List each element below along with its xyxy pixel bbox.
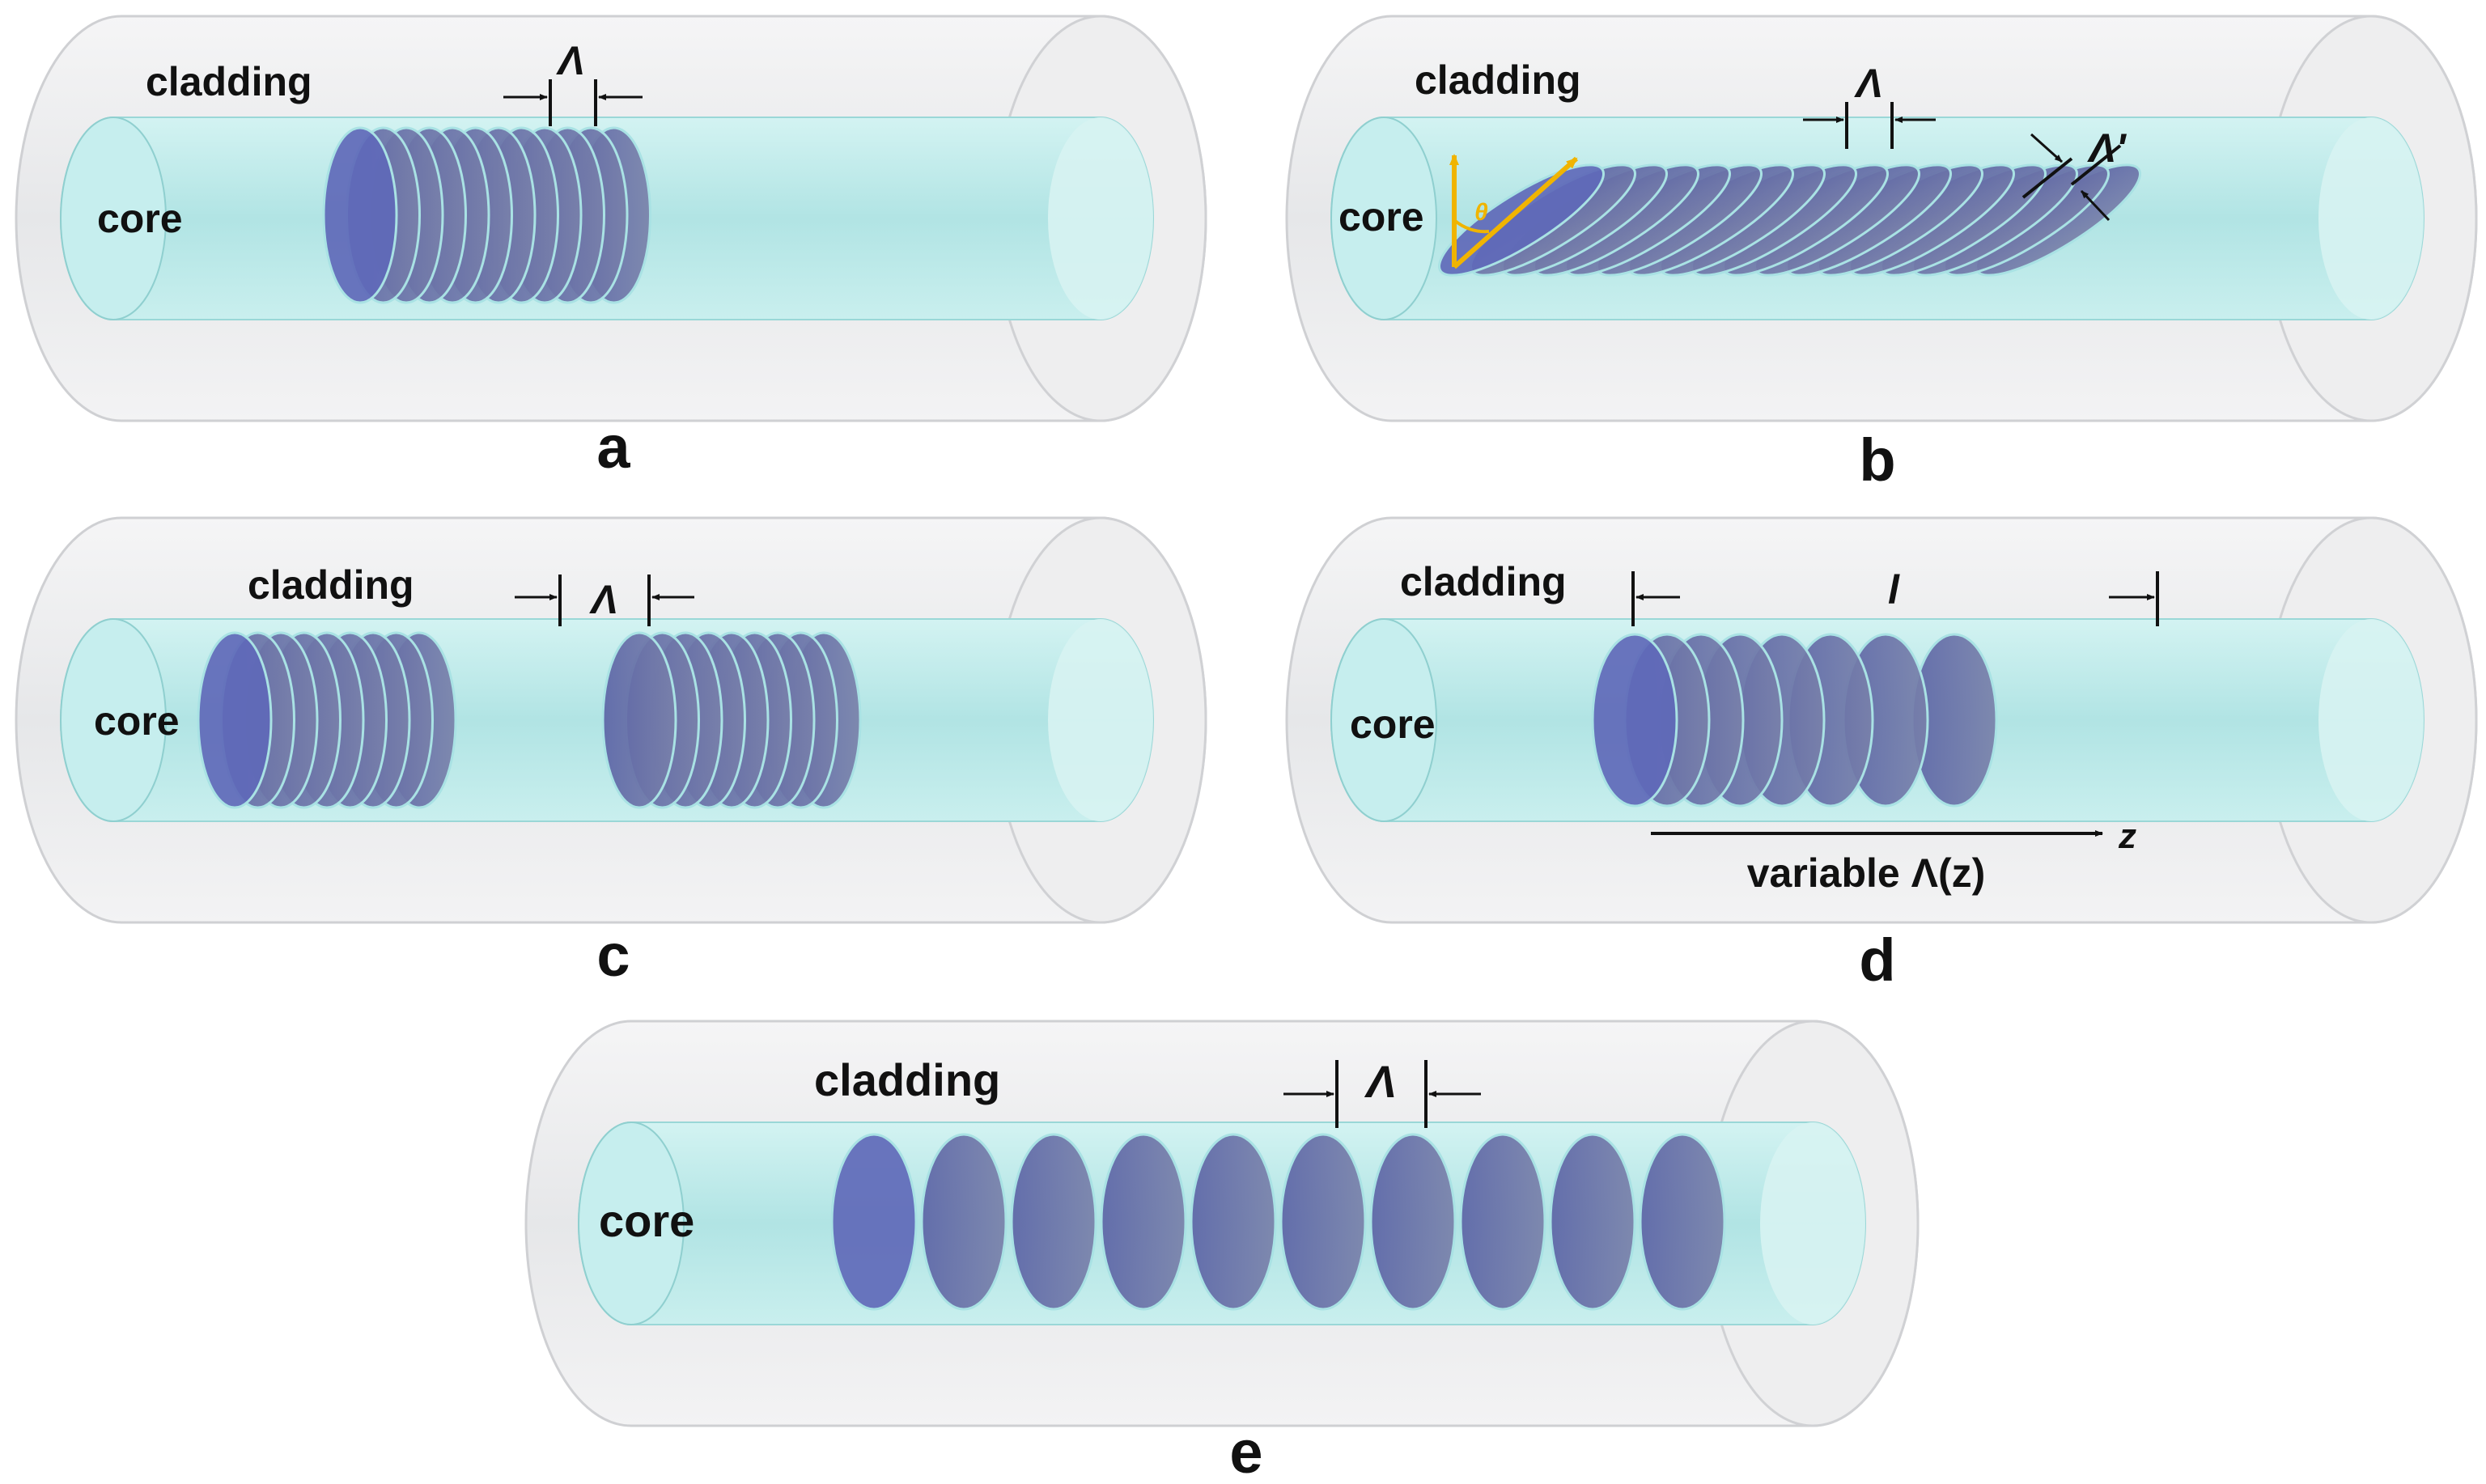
period-marker: Λ xyxy=(503,38,643,126)
grating-plane xyxy=(920,1133,1008,1311)
grating-planes xyxy=(322,126,651,304)
cladding-label: cladding xyxy=(1415,57,1581,103)
panel-caption-c: c xyxy=(596,922,630,989)
grating-plane xyxy=(601,631,677,809)
core-label: core xyxy=(97,196,183,241)
period-symbol: Λ xyxy=(1364,1056,1396,1107)
chirp-label: variable Λ(z) xyxy=(1747,850,1986,896)
cladding-label: cladding xyxy=(1400,559,1567,604)
grating-plane xyxy=(197,631,273,809)
panel-caption-d: d xyxy=(1859,926,1895,994)
panel-caption-a: a xyxy=(596,413,630,481)
angle-symbol: θ xyxy=(1474,199,1488,226)
core-label: core xyxy=(94,698,180,744)
grating-plane xyxy=(830,1133,918,1311)
panel-caption-b: b xyxy=(1859,426,1895,494)
grating-plane xyxy=(1438,163,1605,277)
z-axis-arrow: z xyxy=(1651,816,2136,856)
core-label: core xyxy=(599,1195,694,1246)
tilt-angle-indicator: θ xyxy=(1449,154,1578,269)
panel-d: cladding core l z variable Λ(z) d xyxy=(1285,516,2478,994)
period-symbol: Λ xyxy=(1853,61,1882,106)
grating-plane xyxy=(1639,1133,1726,1311)
grating-plane xyxy=(1279,1133,1367,1311)
cladding-label: cladding xyxy=(146,59,312,104)
grating-plane xyxy=(322,126,398,304)
period-marker: Λ xyxy=(1803,61,1936,149)
tilted-period-marker: Λ' xyxy=(2021,125,2128,222)
panel-c: cladding core Λ c xyxy=(15,516,1207,989)
z-axis-label: z xyxy=(2118,816,2136,856)
panel-e: cladding core Λ e xyxy=(524,1020,1920,1484)
tilted-grating-planes xyxy=(1438,163,2141,277)
phase-shift-marker: Λ xyxy=(515,575,694,626)
grating-plane xyxy=(1549,1133,1636,1311)
grating-plane xyxy=(1010,1133,1097,1311)
panel-b: θ cladding core Λ Λ' b xyxy=(1285,15,2478,494)
phase-shifted-grating-planes xyxy=(197,631,862,809)
grating-plane xyxy=(1459,1133,1546,1311)
cladding-label: cladding xyxy=(248,562,414,608)
panel-caption-e: e xyxy=(1229,1418,1262,1484)
core-label: core xyxy=(1338,194,1424,240)
length-symbol: l xyxy=(1888,567,1900,613)
grating-plane xyxy=(1100,1133,1187,1311)
long-period-grating-planes xyxy=(830,1133,1726,1311)
grating-plane xyxy=(1190,1133,1277,1311)
core-label: core xyxy=(1350,702,1436,747)
grating-plane xyxy=(1591,633,1678,808)
panel-a: cladding core Λ a xyxy=(15,15,1207,481)
period-symbol: Λ xyxy=(588,577,617,622)
grating-length-marker: l xyxy=(1631,567,2159,626)
period-marker: Λ xyxy=(1283,1056,1481,1128)
grating-plane xyxy=(1369,1133,1457,1311)
cladding-label: cladding xyxy=(814,1054,1000,1105)
period-symbol: Λ xyxy=(555,38,584,83)
chirped-grating-planes xyxy=(1591,633,1998,808)
tilted-period-symbol: Λ' xyxy=(2086,125,2127,171)
